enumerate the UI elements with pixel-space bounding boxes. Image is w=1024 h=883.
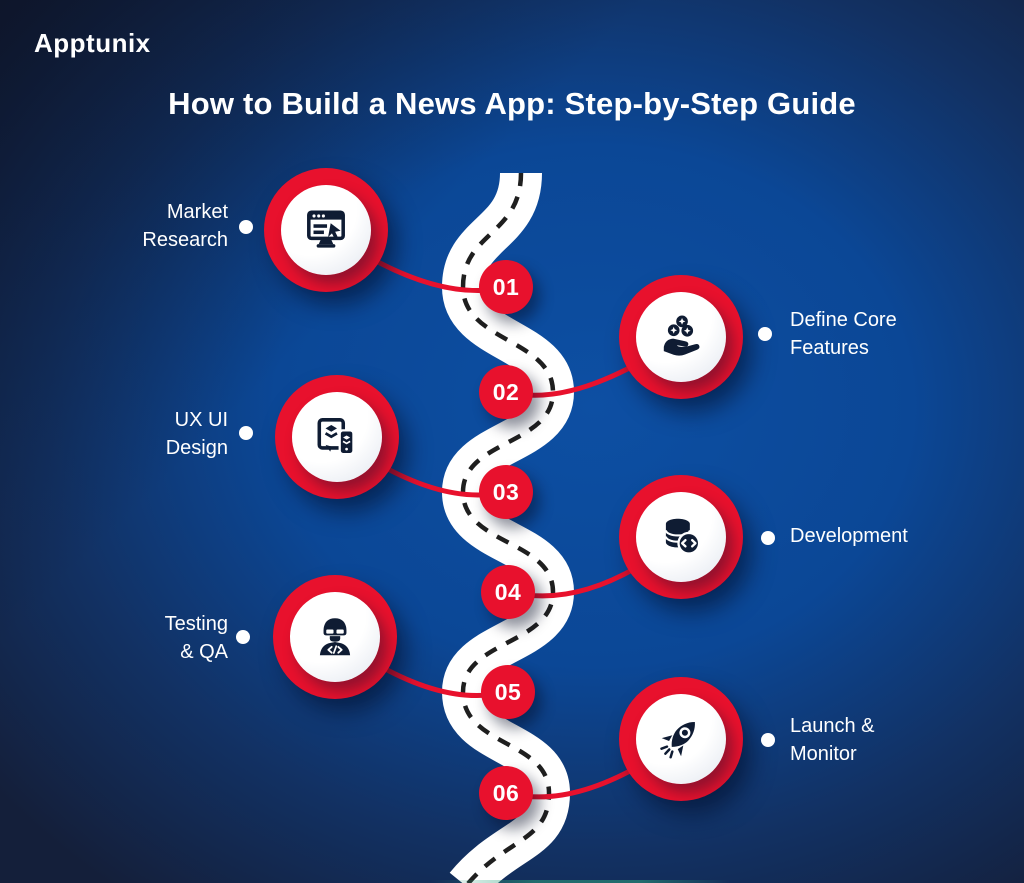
testing-qa-icon <box>319 618 351 656</box>
step-5-icon-disc <box>290 592 380 682</box>
page-title: How to Build a News App: Step-by-Step Gu… <box>168 86 856 121</box>
step-2-icon-disc <box>636 292 726 382</box>
milestone-badge-06: 06 <box>479 766 533 820</box>
step-1-bullet-dot <box>239 220 253 234</box>
step-4-circle <box>619 475 743 599</box>
milestone-badge-05: 05 <box>481 665 535 719</box>
step-5-label: Testing & QA <box>40 610 228 666</box>
core-features-icon <box>663 315 700 356</box>
milestone-badge-04: 04 <box>481 565 535 619</box>
label-line: Define Core <box>790 309 897 331</box>
step-2-circle <box>619 275 743 399</box>
road-dash-line <box>460 172 556 883</box>
market-research-icon <box>307 210 345 248</box>
milestone-badge-01: 01 <box>479 260 533 314</box>
bottom-teal-accent <box>430 880 730 883</box>
step-3-label: UX UI Design <box>40 406 228 462</box>
step-5-circle <box>273 575 397 699</box>
step-2-label: Define Core Features <box>790 306 1010 362</box>
step-4-label: Development <box>790 522 1010 550</box>
step-6-icon-disc <box>636 694 726 784</box>
label-line: & QA <box>180 641 228 663</box>
launch-monitor-icon <box>660 722 695 759</box>
step-3-bullet-dot <box>239 426 253 440</box>
milestone-badge-02: 02 <box>479 365 533 419</box>
label-line: Market <box>166 201 228 223</box>
step-1-label: Market Research <box>40 198 228 254</box>
label-line: Launch & <box>790 715 875 737</box>
label-line: Monitor <box>790 743 857 765</box>
label-line: Development <box>790 525 908 547</box>
step-4-icon-disc <box>636 492 726 582</box>
step-5-bullet-dot <box>236 630 250 644</box>
step-3-icon-disc <box>292 392 382 482</box>
step-1-icon-disc <box>281 185 371 275</box>
step-2-bullet-dot <box>758 327 772 341</box>
label-line: Research <box>142 229 228 251</box>
label-line: Design <box>165 437 228 459</box>
label-line: Features <box>790 337 869 359</box>
ux-ui-design-icon <box>317 418 355 456</box>
development-icon <box>664 518 701 555</box>
brand-logo: Apptunix <box>34 28 151 58</box>
label-line: UX UI <box>174 409 228 431</box>
step-1-circle <box>264 168 388 292</box>
step-3-circle <box>275 375 399 499</box>
step-4-bullet-dot <box>761 531 775 545</box>
label-line: Testing <box>164 613 228 635</box>
step-6-bullet-dot <box>761 733 775 747</box>
step-6-circle <box>619 677 743 801</box>
step-6-label: Launch & Monitor <box>790 712 1010 768</box>
milestone-badge-03: 03 <box>479 465 533 519</box>
